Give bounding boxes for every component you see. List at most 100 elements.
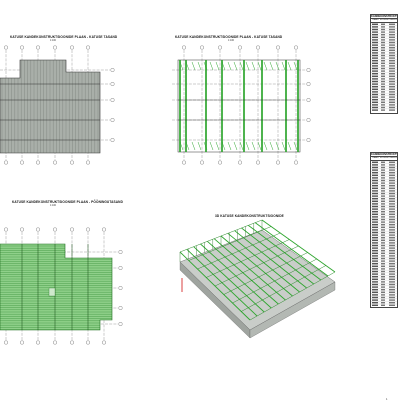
schedule-cell <box>389 52 395 55</box>
schedule-cell <box>381 73 385 75</box>
schedule-cell <box>389 294 395 297</box>
schedule-cell <box>389 292 395 294</box>
schedule-cell <box>381 57 385 60</box>
schedule-cell <box>372 109 378 112</box>
brace-line <box>209 141 214 151</box>
schedule-cell <box>389 99 395 101</box>
grid-bubble-icon <box>306 138 311 142</box>
schedule-cell <box>372 240 378 242</box>
brace-line <box>251 141 256 151</box>
schedule-cell <box>372 297 378 299</box>
schedule-2: KANDEKONSTRUKTSIOONIDE SPETSIFIKATSIOON … <box>370 152 398 308</box>
schedule-cell <box>381 42 385 44</box>
schedule-cell <box>381 286 385 289</box>
schedule-cell <box>389 250 395 252</box>
schedule-cell <box>389 219 395 221</box>
schedule-cell <box>381 229 385 232</box>
schedule-cell <box>381 188 385 190</box>
schedule-cell <box>389 258 395 260</box>
grid-bubble-icon <box>36 45 40 50</box>
schedule-cell <box>372 286 378 289</box>
grid-bubble-icon <box>118 306 123 310</box>
schedule-cell <box>389 302 395 304</box>
grid-bubble-icon <box>36 340 40 345</box>
schedule-cell <box>381 39 385 42</box>
grid-bubble-icon <box>218 160 222 165</box>
schedule-cell <box>389 109 395 112</box>
schedule-cell <box>389 299 395 302</box>
brace-line <box>287 141 292 151</box>
schedule-cell <box>372 216 378 219</box>
schedule-cell <box>372 224 378 226</box>
schedule-cell <box>381 81 385 83</box>
schedule-cell <box>372 107 378 109</box>
schedule-cell <box>372 52 378 55</box>
slab-top <box>179 229 336 331</box>
schedule-cell <box>389 102 395 104</box>
schedule-cell <box>372 104 378 107</box>
schedule-2-header: TÄHIS KOGUS PIKKUS <box>371 157 397 162</box>
schedule-cell <box>389 234 395 237</box>
schedule-cell <box>389 245 395 247</box>
schedule-cell <box>389 91 395 94</box>
schedule-cell <box>372 47 378 49</box>
schedule-cell <box>372 172 378 174</box>
schedule-cell <box>389 206 395 208</box>
schedule-cell <box>372 214 378 216</box>
grid-bubble-icon <box>110 138 115 142</box>
grid-bubble-icon <box>294 160 298 165</box>
schedule-cell <box>381 63 385 65</box>
schedule-cell <box>381 94 385 96</box>
schedule-cell <box>372 250 378 252</box>
grid-bubble-icon <box>36 160 40 165</box>
schedule-cell <box>381 24 385 26</box>
grid-bubble-icon <box>53 45 57 50</box>
schedule-cell <box>372 258 378 260</box>
schedule-cell <box>372 294 378 297</box>
schedule-1-col: PIKKUS <box>388 19 397 22</box>
schedule-cell <box>372 57 378 60</box>
schedule-cell <box>372 211 378 213</box>
schedule-cell <box>381 177 385 180</box>
grid-bubble-icon <box>4 340 8 345</box>
schedule-cell <box>372 60 378 62</box>
grid-bubble-icon <box>110 98 115 102</box>
schedule-cell <box>381 240 385 242</box>
schedule-cell <box>381 260 385 263</box>
schedule-cell <box>381 76 385 78</box>
schedule-cell <box>389 164 395 167</box>
brace-line <box>263 141 268 151</box>
brace-line <box>215 141 220 151</box>
schedule-cell <box>372 76 378 78</box>
schedule-cell <box>389 227 395 229</box>
schedule-cell <box>389 68 395 70</box>
schedule-cell <box>381 34 385 36</box>
brace-line <box>197 141 202 151</box>
schedule-cell <box>381 227 385 229</box>
schedule-cell <box>372 188 378 190</box>
schedule-cell <box>381 266 385 268</box>
grid-bubble-icon <box>102 227 106 232</box>
schedule-cell <box>381 68 385 70</box>
schedule-cell <box>389 47 395 49</box>
schedule-cell <box>372 24 378 26</box>
schedule-cell <box>389 193 395 195</box>
brace-line <box>257 61 262 71</box>
slab-side <box>249 281 336 339</box>
steel-purlin <box>249 271 336 321</box>
grid-bubble-icon <box>20 340 24 345</box>
schedule-cell <box>372 63 378 65</box>
brace-line <box>185 141 190 151</box>
grid-bubble-icon <box>70 160 74 165</box>
grid-bubble-icon <box>4 160 8 165</box>
schedule-cell <box>389 201 395 203</box>
schedule-cell <box>389 24 395 26</box>
page-number: 1 <box>386 398 388 401</box>
grid-bubble-icon <box>200 45 204 50</box>
grid-bubble-icon <box>256 160 260 165</box>
brace-line <box>215 61 220 71</box>
schedule-cell <box>389 284 395 286</box>
schedule-cell <box>389 208 395 211</box>
schedule-cell <box>381 211 385 213</box>
grid-bubble-icon <box>118 266 123 270</box>
